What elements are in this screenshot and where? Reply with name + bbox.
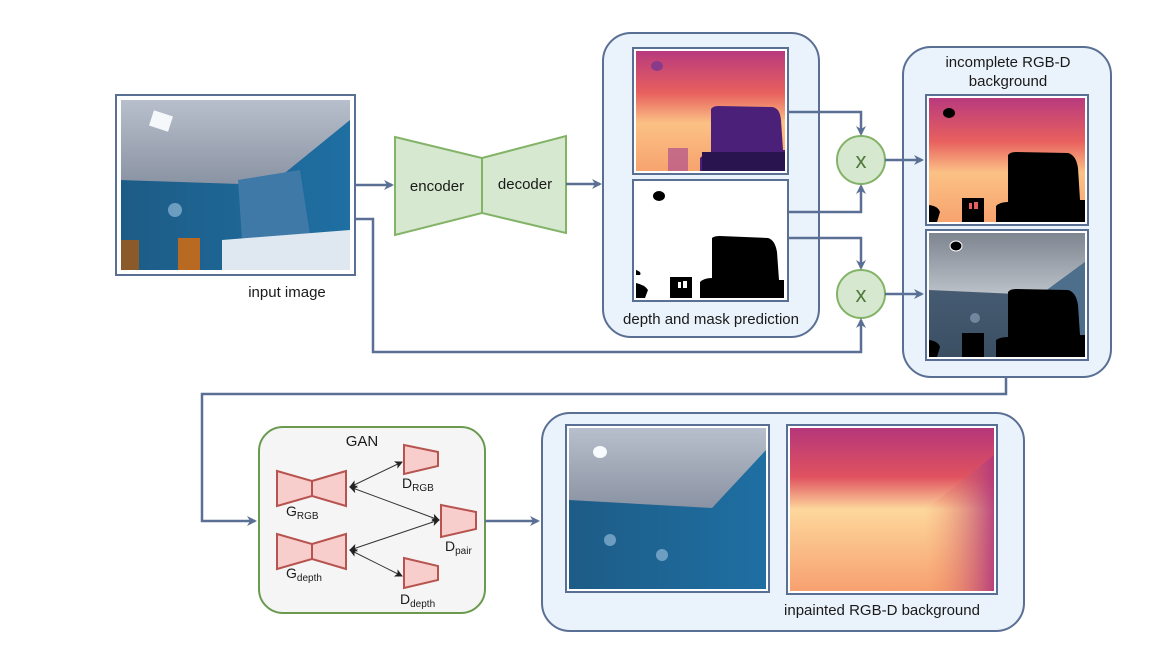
arrow-gdepth-dpair bbox=[349, 518, 440, 552]
multiply-symbol: x bbox=[856, 148, 867, 173]
inpainted-depth-image bbox=[790, 428, 994, 591]
encoder-decoder: encoder decoder bbox=[394, 134, 567, 237]
gan-panel: GAN GRGB Gdepth DRGB Dpair Ddepth bbox=[258, 426, 486, 614]
inpainted-rgbd-panel: inpainted RGB-D background bbox=[541, 412, 1025, 632]
arrow-gdepth-ddepth bbox=[349, 549, 403, 577]
generator-rgb: GRGB bbox=[276, 469, 347, 522]
multiply-node-depth: x bbox=[836, 135, 886, 185]
arrow-depth-to-multiply bbox=[788, 110, 866, 136]
discriminator-pair: Dpair bbox=[440, 503, 477, 557]
arrow-mask-to-multiply-depth bbox=[788, 184, 866, 214]
incomplete-rgbd-panel: incomplete RGB-D background bbox=[902, 46, 1112, 378]
incomplete-rgb-image bbox=[929, 233, 1085, 357]
encoder-label: encoder bbox=[410, 178, 464, 195]
decoder-shape bbox=[481, 134, 567, 235]
arrow-mask-to-multiply-rgb bbox=[788, 236, 866, 270]
input-image bbox=[121, 100, 350, 270]
discriminator-pair-label: Dpair bbox=[445, 538, 472, 557]
depth-mask-panel: depth and mask prediction bbox=[602, 32, 820, 338]
decoder-label: decoder bbox=[498, 176, 552, 193]
depth-prediction-image bbox=[636, 51, 785, 171]
input-image-group: input image bbox=[115, 94, 356, 301]
arrow-grgb-dpair bbox=[349, 485, 440, 522]
arrow-incomplete-to-gan bbox=[200, 377, 1008, 526]
generator-depth-label: Gdepth bbox=[286, 565, 322, 584]
inpainted-rgb-image bbox=[569, 428, 766, 589]
mask-prediction-image bbox=[636, 183, 785, 298]
arrow-grgb-drgb bbox=[349, 461, 403, 488]
generator-rgb-label: GRGB bbox=[286, 503, 319, 522]
depth-mask-label: depth and mask prediction bbox=[623, 311, 799, 328]
multiply-node-rgb: x bbox=[836, 269, 886, 319]
arrow-input-to-multiply-rgb bbox=[355, 217, 866, 354]
gan-title: GAN bbox=[346, 433, 379, 450]
inpainted-label: inpainted RGB-D background bbox=[784, 602, 980, 619]
incomplete-depth-image bbox=[929, 98, 1085, 222]
discriminator-depth: Ddepth bbox=[400, 556, 439, 610]
flow-arrows bbox=[200, 110, 1008, 526]
incomplete-label-line1: incomplete RGB-D bbox=[945, 54, 1070, 71]
discriminator-depth-label: Ddepth bbox=[400, 591, 435, 610]
input-image-label: input image bbox=[248, 284, 326, 301]
incomplete-label-line2: background bbox=[969, 73, 1047, 90]
multiply-symbol: x bbox=[856, 282, 867, 307]
generator-depth: Gdepth bbox=[276, 532, 347, 584]
